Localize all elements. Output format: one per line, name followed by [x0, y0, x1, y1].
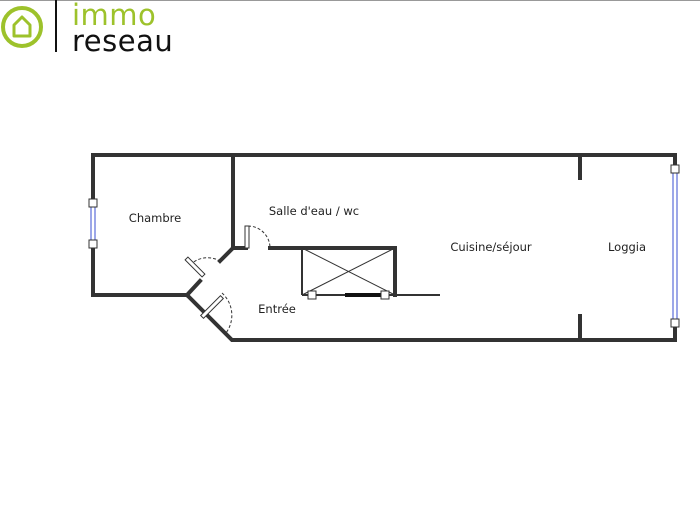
- room-label-chambre: Chambre: [128, 211, 182, 225]
- logo-text-immo: immo: [72, 0, 157, 32]
- room-label-cuisine-sejour: Cuisine/séjour: [450, 240, 532, 254]
- sliding-door: [345, 293, 385, 297]
- house-logo-icon: [1, 0, 57, 52]
- closet: [301, 247, 440, 296]
- top-border: [0, 0, 700, 1]
- walls: [91, 153, 677, 342]
- room-label-loggia: Loggia: [607, 240, 647, 254]
- room-label-salle-d-eau: Salle d'eau / wc: [268, 204, 360, 218]
- door-post: [307, 290, 317, 300]
- door-leaves: [184, 225, 250, 320]
- windows: [88, 164, 680, 328]
- logo-text-reseau: reseau: [72, 24, 174, 58]
- door-post: [380, 290, 390, 300]
- room-label-entree: Entrée: [258, 302, 296, 316]
